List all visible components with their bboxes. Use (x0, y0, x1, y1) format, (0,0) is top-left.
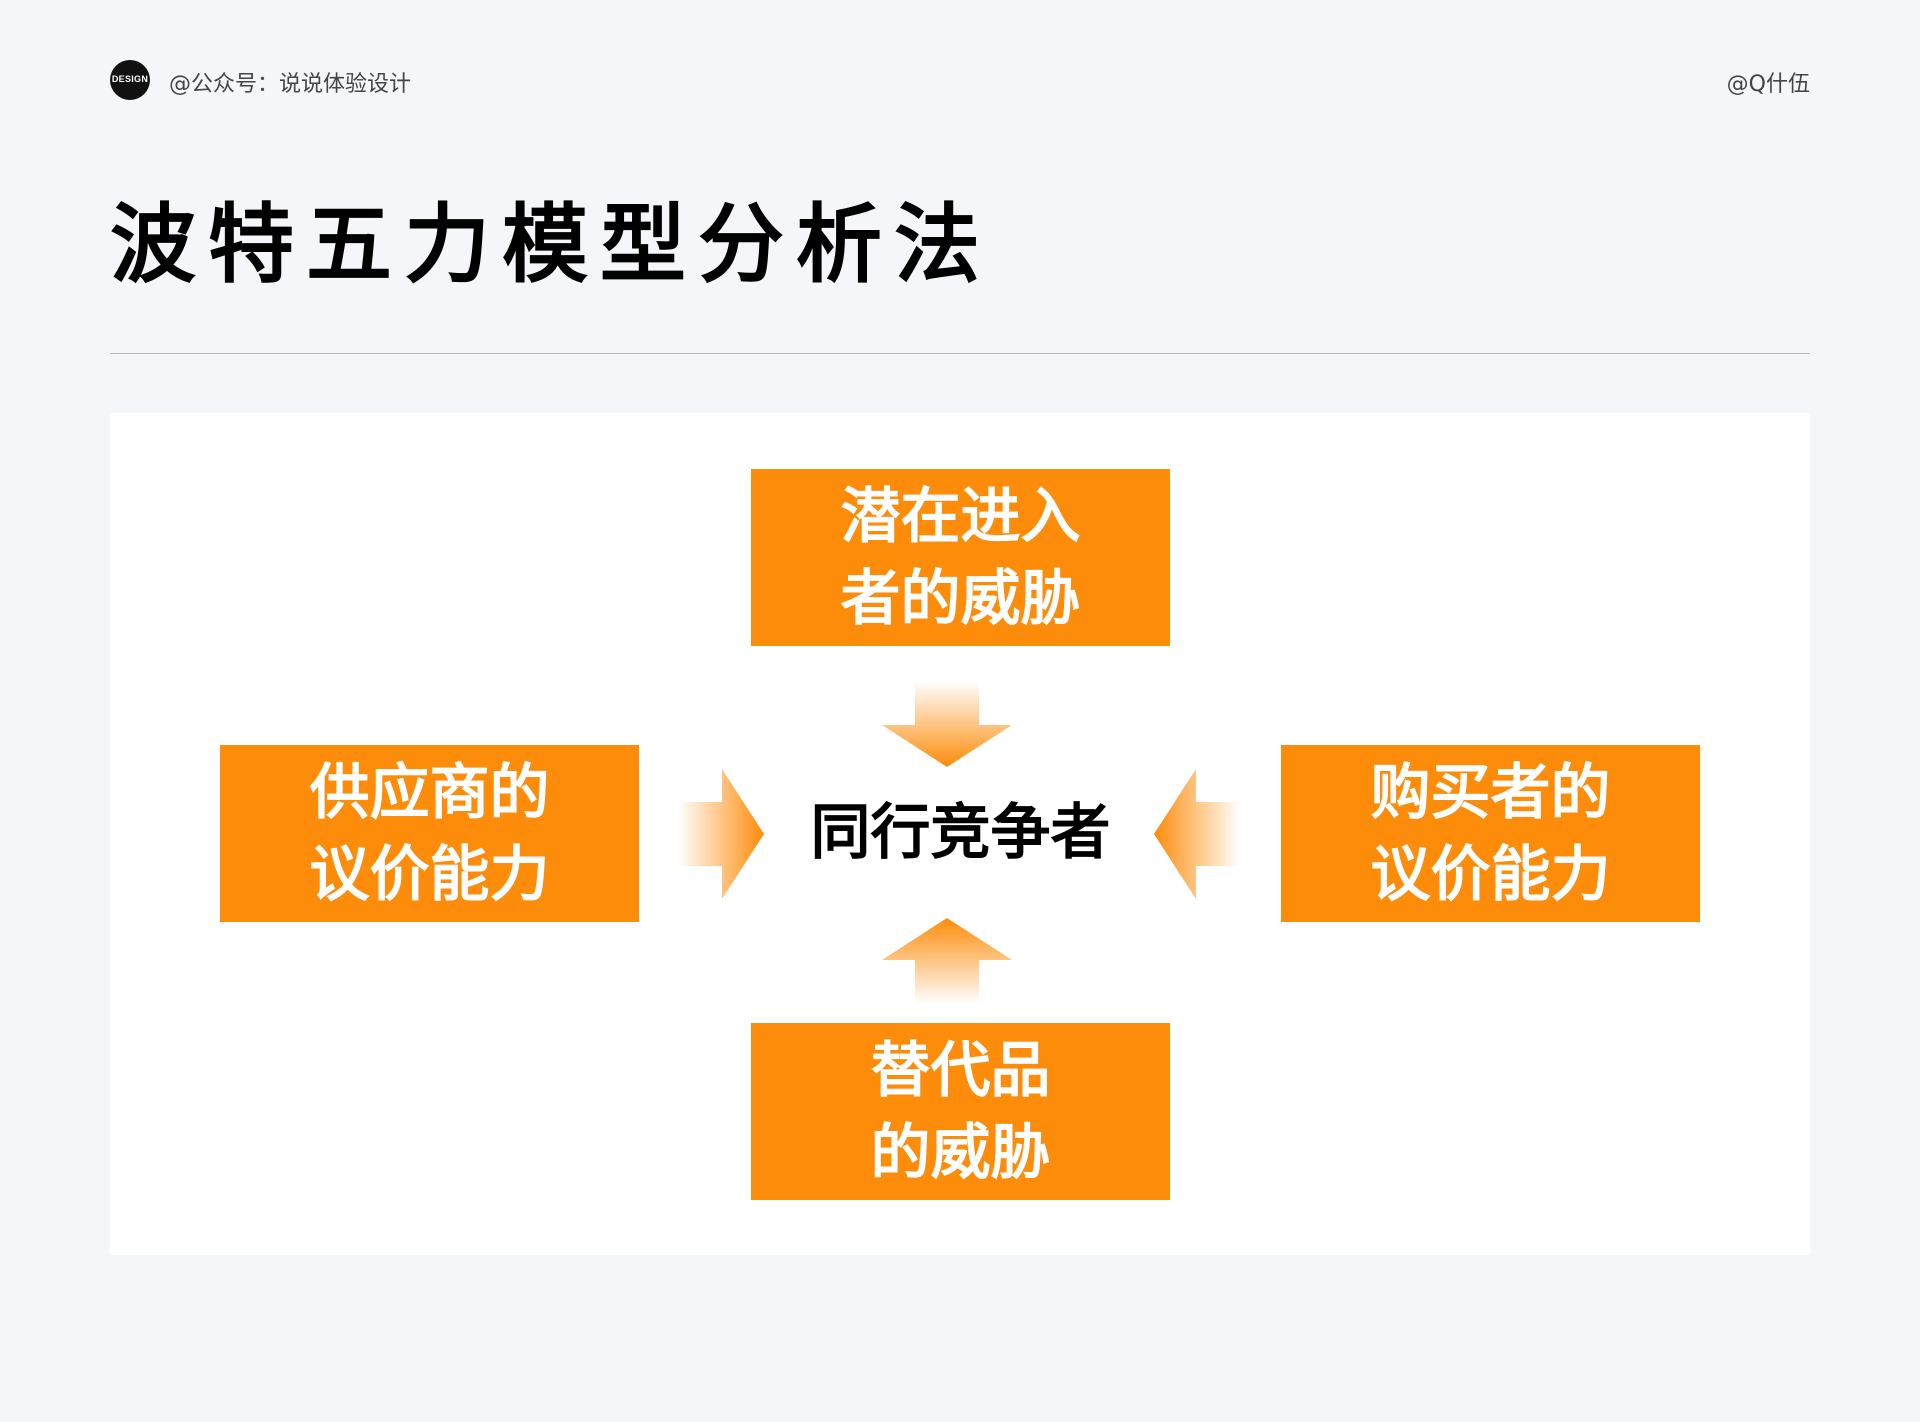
box-buyer-power-line2: 议价能力 (1370, 839, 1611, 910)
center-competitors: 同行竞争者 (810, 798, 1111, 868)
title-divider (110, 353, 1810, 354)
brand-logo: DESIGN (110, 60, 150, 100)
logo-text: DESIGN (111, 73, 149, 84)
box-substitutes: 替代品 的威胁 (751, 1023, 1170, 1200)
arrow-left-icon (1154, 769, 1240, 899)
box-potential-entrants-line2: 者的威胁 (840, 563, 1081, 634)
box-supplier-power-line1: 供应商的 (309, 757, 550, 828)
page-title: 波特五力模型分析法 (110, 195, 992, 295)
box-potential-entrants-line1: 潜在进入 (840, 481, 1081, 552)
account-label: @公众号：说说体验设计 (169, 72, 412, 97)
box-buyer-power-line1: 购买者的 (1370, 757, 1611, 828)
diagram-panel: 潜在进入 者的威胁 供应商的 议价能力 购买者的 议价能力 替代品 的威胁 同行… (110, 413, 1810, 1255)
box-supplier-power: 供应商的 议价能力 (220, 745, 639, 922)
page-header: DESIGN @公众号：说说体验设计 @Q什伍 (110, 60, 1810, 102)
box-substitutes-line1: 替代品 (870, 1035, 1051, 1106)
box-supplier-power-line2: 议价能力 (309, 839, 550, 910)
arrow-up-icon (882, 918, 1012, 1004)
arrow-down-icon (882, 681, 1012, 767)
box-substitutes-line2: 的威胁 (870, 1117, 1051, 1188)
box-potential-entrants: 潜在进入 者的威胁 (751, 469, 1170, 646)
arrow-right-icon (678, 769, 764, 899)
box-buyer-power: 购买者的 议价能力 (1281, 745, 1700, 922)
author-label: @Q什伍 (1726, 72, 1810, 97)
